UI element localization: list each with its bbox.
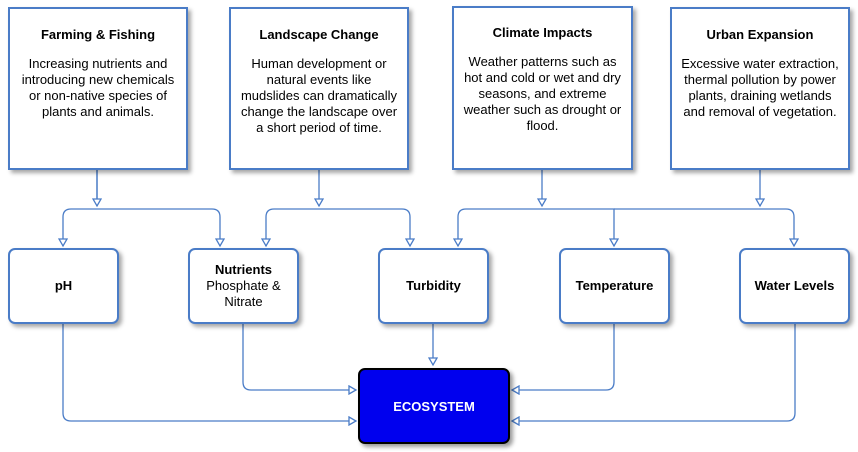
factor-water-levels: Water Levels	[739, 248, 850, 324]
ecosystem-node: ECOSYSTEM	[358, 368, 510, 444]
link-ph-to-ecosystem	[62, 324, 356, 421]
source-title: Landscape Change	[259, 27, 379, 42]
factor-sublabel: Phosphate & Nitrate	[206, 278, 281, 309]
factor-ph: pH	[8, 248, 119, 324]
link-landscape-to-nutrients	[266, 208, 319, 246]
link-urban-to-waterlevels	[614, 208, 794, 246]
source-title: Farming & Fishing	[40, 27, 156, 42]
link-climate-to-temperature	[542, 208, 614, 246]
factor-turbidity: Turbidity	[378, 248, 489, 324]
factor-label: pH	[54, 278, 73, 293]
link-farming-to-ph	[63, 170, 98, 246]
link-waterlevels-to-ecosystem	[512, 324, 796, 421]
source-title: Urban Expansion	[706, 27, 814, 42]
source-description: Weather patterns such as hot and cold or…	[463, 54, 622, 133]
source-description: Excessive water extraction, thermal poll…	[681, 56, 839, 119]
link-nutrients-to-ecosystem	[242, 324, 356, 390]
source-landscape-change: Landscape Change Human development or na…	[229, 7, 409, 170]
source-climate-impacts: Climate Impacts Weather patterns such as…	[452, 6, 633, 170]
source-title: Climate Impacts	[492, 25, 593, 40]
link-temperature-to-ecosystem	[512, 324, 615, 390]
source-farming-fishing: Farming & Fishing Increasing nutrients a…	[8, 7, 188, 170]
factor-label: Turbidity	[406, 278, 461, 293]
factor-label: Nutrients	[214, 262, 273, 277]
link-farming-to-nutrients	[97, 208, 220, 246]
factor-label: Water Levels	[754, 278, 835, 293]
factor-label: Temperature	[575, 278, 654, 293]
link-landscape-to-turbidity	[319, 208, 410, 246]
source-description: Increasing nutrients and introducing new…	[21, 56, 175, 119]
ecosystem-label: ECOSYSTEM	[393, 398, 475, 414]
factor-nutrients: Nutrients Phosphate & Nitrate	[188, 248, 299, 324]
source-description: Human development or natural events like…	[240, 56, 398, 135]
factor-temperature: Temperature	[559, 248, 670, 324]
source-urban-expansion: Urban Expansion Excessive water extracti…	[670, 7, 850, 170]
link-climate-to-turbidity	[458, 208, 542, 246]
